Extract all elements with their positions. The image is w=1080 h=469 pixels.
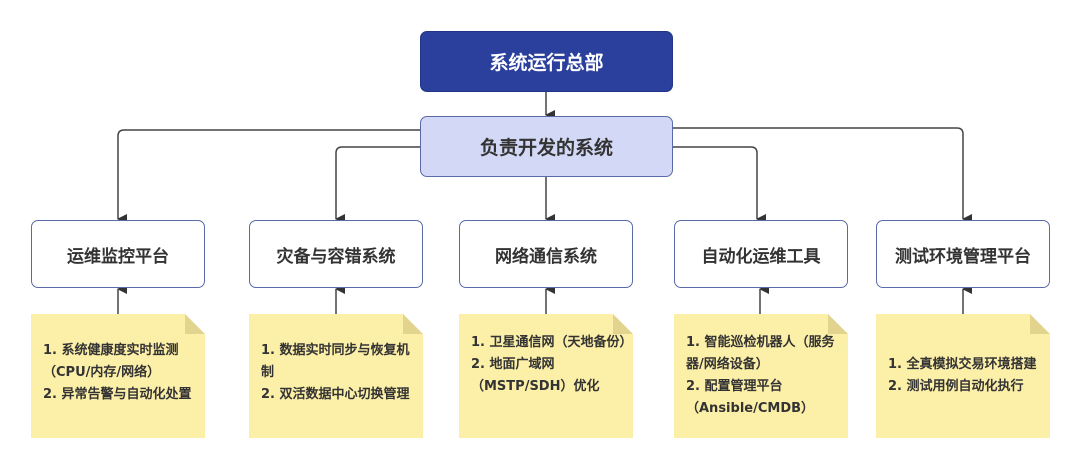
note-line: 1. 系统健康度实时监测（CPU/内存/网络） [43,343,179,380]
note-fold-corner [403,314,423,334]
link-mid-monitor [117,129,420,224]
note-fold-corner [613,314,633,334]
system-node-disaster-recovery[interactable]: 灾备与容错系统 [249,220,423,288]
system-label: 运维监控平台 [67,246,169,267]
system-label: 自动化运维工具 [701,246,821,267]
note-line: 2. 地面广域网（MSTP/SDH）优化 [471,357,600,394]
system-label: 灾备与容错系统 [276,246,396,267]
system-label: 网络通信系统 [495,246,597,267]
note-line: 2. 双活数据中心切换管理 [261,387,410,402]
system-node-test-env[interactable]: 测试环境管理平台 [876,220,1050,288]
root-node[interactable]: 系统运行总部 [420,31,673,92]
note-fold-corner [828,314,848,334]
system-node-network[interactable]: 网络通信系统 [459,220,633,288]
link-mid-test [673,127,972,224]
note-line: 1. 卫星通信网（天地备份） [471,335,633,350]
note-line: 2. 异常告警与自动化处置 [43,387,192,402]
developed-systems-node[interactable]: 负责开发的系统 [420,116,673,177]
note-network: 1. 卫星通信网（天地备份） 2. 地面广域网（MSTP/SDH）优化 [459,314,633,438]
note-monitoring: 1. 系统健康度实时监测（CPU/内存/网络） 2. 异常告警与自动化处置 [31,314,205,438]
note-line: 2. 测试用例自动化执行 [888,379,1024,394]
system-label: 测试环境管理平台 [895,246,1031,267]
system-node-automation[interactable]: 自动化运维工具 [674,220,848,288]
mid-label: 负责开发的系统 [479,137,613,159]
link-mid-dr [335,146,420,224]
link-mid-automation [673,146,766,224]
root-label: 系统运行总部 [489,52,604,74]
note-automation: 1. 智能巡检机器人（服务器/网络设备） 2. 配置管理平台（Ansible/C… [674,314,848,438]
note-line: 2. 配置管理平台（Ansible/CMDB） [686,379,815,416]
note-line: 1. 全真模拟交易环境搭建 [888,357,1037,372]
system-node-monitoring[interactable]: 运维监控平台 [31,220,205,288]
note-fold-corner [1030,314,1050,334]
note-test-env: 1. 全真模拟交易环境搭建 2. 测试用例自动化执行 [876,314,1050,438]
note-line: 1. 智能巡检机器人（服务器/网络设备） [686,335,835,372]
note-disaster-recovery: 1. 数据实时同步与恢复机制 2. 双活数据中心切换管理 [249,314,423,438]
note-line: 1. 数据实时同步与恢复机制 [261,343,410,380]
note-fold-corner [185,314,205,334]
